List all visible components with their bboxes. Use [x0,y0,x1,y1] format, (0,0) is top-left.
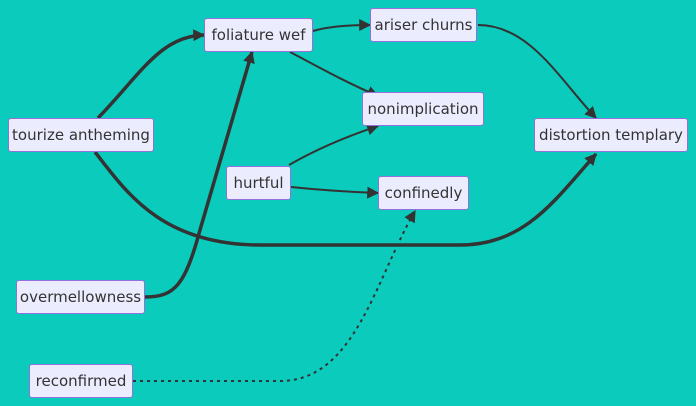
edge-ariser-churns-to-distortion-templary [477,24,597,119]
edge-foliature-wef-to-nonimplication [289,51,380,98]
node-confinedly[interactable]: confinedly [378,176,469,210]
edge-hurtful-to-confinedly [290,186,380,199]
node-overmellowness[interactable]: overmellowness [16,280,145,314]
node-reconfirmed[interactable]: reconfirmed [29,364,133,398]
edge-tourize-antheming-to-foliature-wef [96,29,206,120]
edge-reconfirmed-to-confinedly [133,209,416,382]
node-hurtful[interactable]: hurtful [226,166,291,200]
edge-hurtful-to-nonimplication [288,123,380,166]
node-nonimplication[interactable]: nonimplication [362,92,484,126]
edge-foliature-wef-to-ariser-churns [312,19,372,32]
node-tourize-antheming[interactable]: tourize antheming [8,118,154,152]
node-distortion-templary[interactable]: distortion templary [534,118,688,152]
node-foliature-wef[interactable]: foliature wef [204,18,313,52]
edge-tourize-antheming-to-distortion-templary [93,150,598,247]
node-ariser-churns[interactable]: ariser churns [370,8,477,42]
edge-overmellowness-to-foliature-wef [144,50,255,299]
